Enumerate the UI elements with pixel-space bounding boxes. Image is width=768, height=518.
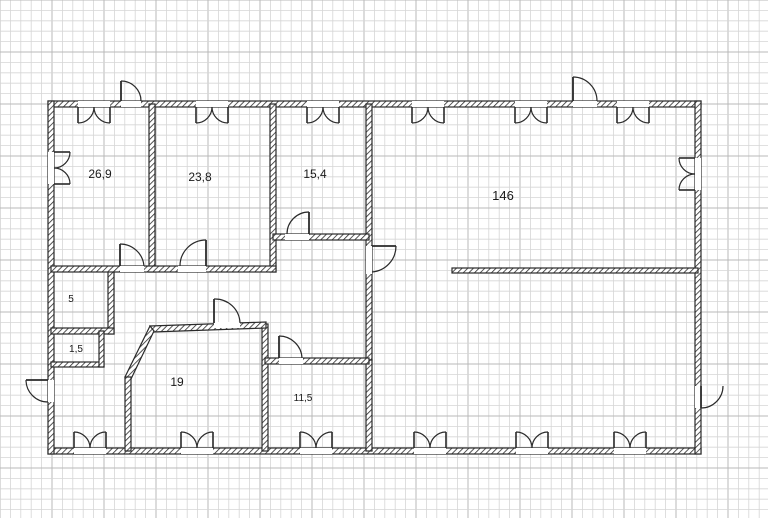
room-area-label-b: 23,8 [188,170,212,184]
window [515,431,549,454]
wall-h-room-d-bottom [50,327,115,335]
wall-h-room-c-bottom [272,233,370,241]
doors [25,76,724,409]
room-area-label-hall: 146 [492,188,514,203]
window [514,101,548,124]
room-area-label-g: 11,5 [294,393,313,404]
wall-v-hall-west-upper [365,103,373,361]
window [195,101,229,124]
room-area-label-c: 15,4 [303,167,327,181]
wall-h-room-abc-bottom [50,265,277,273]
windows [48,101,701,454]
door [371,245,397,273]
window [613,431,647,454]
window [678,157,701,191]
room-area-label-e: 1,5 [69,344,83,355]
outer-wall-top [47,100,702,108]
room-area-label-a: 26,9 [88,167,112,181]
door [286,211,310,235]
wall-v-room-e-east [98,330,105,368]
door [179,239,207,267]
wall-h-room-g-top [264,357,370,365]
door [278,335,303,359]
door [119,243,145,267]
wall-v-room-f-east [261,323,269,452]
room-labels: 26,9 23,8 15,4 146 5 1,5 19 11,5 [68,167,514,404]
window [411,101,445,124]
walls [47,100,702,455]
window [180,431,214,454]
window [73,431,107,454]
wall-room-f-diagonal [124,324,155,380]
outer-wall-left [47,100,55,455]
door [25,379,49,403]
wall-v-closet [107,267,115,335]
window [616,101,650,124]
window [77,101,111,124]
door [572,76,598,102]
outer-wall-right [694,100,702,455]
outer-wall-bottom [47,447,702,455]
door [120,80,142,102]
door [700,385,724,409]
wall-room-f-top [149,321,267,333]
door [213,298,241,324]
wall-v-room-a-b [148,103,156,273]
window [413,431,447,454]
wall-v-room-b-c [269,103,277,273]
room-area-label-f: 19 [170,375,184,389]
wall-v-hall-west-lower [365,359,373,452]
window [48,151,71,185]
wall-room-f-west [124,376,132,452]
wall-h-hall-divider [451,267,699,274]
wall-h-room-e-bottom [50,361,105,368]
window [306,101,340,124]
window [299,431,333,454]
room-area-label-d: 5 [68,294,74,305]
